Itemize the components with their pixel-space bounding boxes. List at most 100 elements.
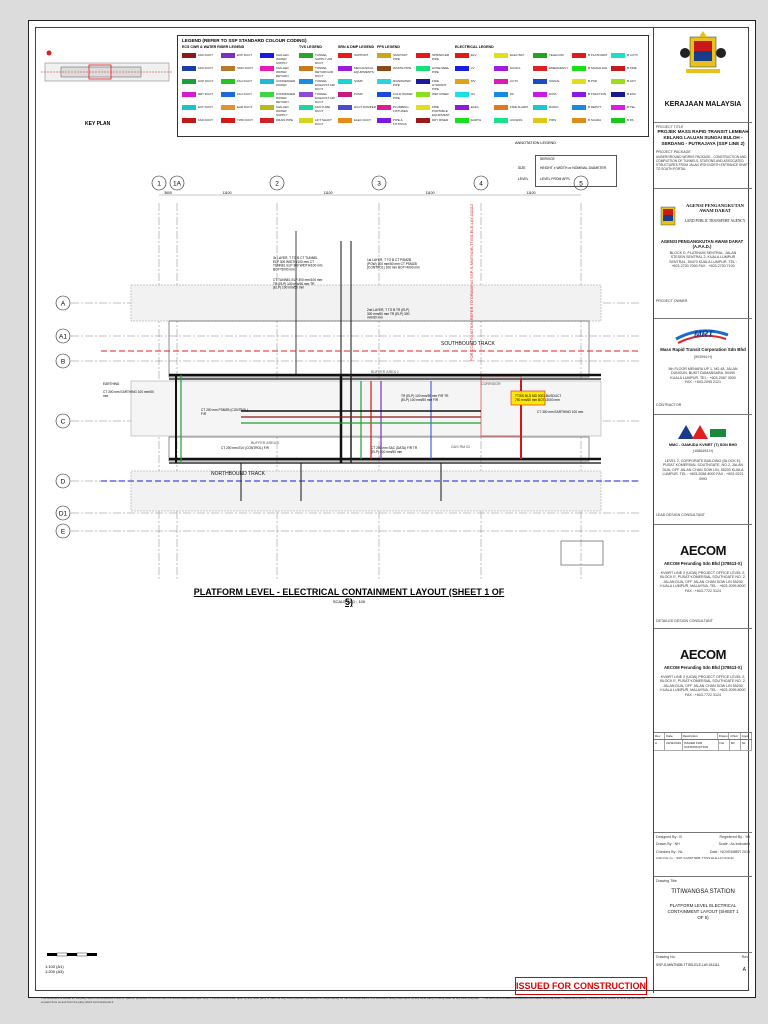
apad-name: AGENSI PENGANGKUTAN AWAM DARAT	[686, 203, 744, 213]
grid-bubble-col	[269, 175, 285, 191]
grid-bubble-col	[169, 175, 185, 191]
rev-label: Rev	[741, 955, 748, 959]
legend-swatch	[299, 53, 313, 58]
legend-label: ELV	[471, 52, 477, 57]
legend-swatch	[377, 105, 391, 110]
grid-bubble-col	[371, 175, 387, 191]
legend-swatch	[533, 66, 547, 71]
scale-bar-label-a1: 1:100 (A1)	[45, 964, 64, 969]
legend-label: CCTV	[510, 78, 519, 83]
designed-by: Designed By : B	[656, 835, 682, 839]
containment-callout: 1st LAYER, T TO B CT PSMZB(POW) 100 mm/5…	[367, 258, 420, 270]
drawing-number-cell: Drawing No. SSP-S-MWTNDB-TTISS-ELE-LAY-0…	[654, 953, 752, 993]
legend-swatch	[611, 66, 625, 71]
revision-header-cell: Rev	[654, 733, 666, 739]
title-block: KERAJAAN MALAYSIA PROJECT TITLE PROJEK M…	[653, 27, 753, 993]
legend-swatch	[533, 79, 547, 84]
legend-swatch	[533, 118, 547, 123]
legend-label: SANITARY PIPE	[393, 52, 408, 61]
legend-label: TUNNEL SUPPLY AIR DUCT	[315, 52, 333, 65]
legend-swatch	[455, 92, 469, 97]
legend-label: FAN FUME DUCT	[315, 104, 331, 113]
containment-callout: EARTHING	[103, 382, 120, 386]
legend-swatch	[416, 79, 430, 84]
legend-swatch	[260, 66, 274, 71]
legend-swatch	[533, 92, 547, 97]
mrt-logo-icon: MRT	[675, 329, 729, 344]
legend-swatch	[338, 92, 352, 97]
legend-swatch	[494, 66, 508, 71]
legend-swatch	[572, 92, 586, 97]
revision-header-cell: Appd	[741, 733, 752, 739]
legend-swatch	[611, 53, 625, 58]
legend-label: TUNNEL EXHAUST AIR DUCT	[315, 78, 335, 91]
mrt-name: Mass Rapid Transit Corporation Sdn Bhd	[660, 347, 746, 352]
legend-swatch	[182, 118, 196, 123]
legend-label: B ESC	[627, 91, 637, 96]
legend-swatch	[416, 92, 430, 97]
legend-group-title: ECS CWR & WATER RISER LEGEND	[182, 45, 245, 49]
legend-swatch	[416, 105, 430, 110]
cad-file: CAD File no. : SSP-S-MWTNDB-TTISS-ELE-LA…	[656, 856, 734, 861]
legend-label: DRAIN PIPE	[276, 117, 294, 122]
revision-header-cell: Drawn	[718, 733, 730, 739]
legend-swatch	[182, 92, 196, 97]
containment-callout: CT 300 mm EARTHING 100 mm	[537, 410, 584, 414]
govt-name: KERAJAAN MALAYSIA	[664, 101, 742, 108]
inner-frame	[35, 27, 749, 991]
legend-label: CHILLED WATER RETURN	[276, 65, 289, 78]
legend-label: PIPE & FITTINGS	[393, 117, 407, 126]
legend-swatch	[416, 53, 430, 58]
legend-label: SMO DUCT	[237, 65, 253, 70]
annotation-legend: ANNOTATION LEGEND SERVICE SIZE HEIGHT x …	[515, 141, 649, 199]
annotation-size: SIZE	[518, 166, 526, 170]
legend-swatch	[221, 79, 235, 84]
area-label: GAS RM 02	[451, 445, 470, 449]
legend-swatch	[338, 79, 352, 84]
malaysia-crest-icon	[680, 31, 726, 73]
grid-col-label: 4	[479, 181, 483, 188]
legend-swatch	[299, 92, 313, 97]
northbound-track-label: NORTHBOUND TRACK	[211, 471, 266, 477]
legend-group-title: SRN & DMP LEGEND	[338, 45, 375, 49]
legend-swatch	[221, 118, 235, 123]
date-field: Date : NOVEMBER 2019	[709, 849, 750, 854]
grid-row-label: B	[61, 359, 65, 366]
containment-callout: CT 200 mm ELV (CONTROL) F/R	[221, 446, 270, 450]
legend-label: SCADA	[510, 65, 521, 70]
apad-name-en: LAND PUBLIC TRANSPORT AGENCY	[684, 219, 746, 223]
legend-swatch	[611, 79, 625, 84]
annotation-box: SERVICE SIZE HEIGHT x WIDTH or NOMINAL D…	[518, 155, 617, 187]
dimension-label: 11100	[324, 191, 333, 195]
aecom-address-2: KVMRT LINE 2 (UGW) PROJECT OFFICE LEVEL …	[660, 675, 746, 697]
legend-label: ELEC BAY	[510, 52, 525, 57]
grid-bubble-row	[55, 473, 71, 489]
station-name: TITIWANGSA STATION	[671, 889, 735, 896]
track-layer	[101, 350, 641, 482]
mrt-reg: (903094-H)	[693, 355, 713, 359]
grid-bubble-row	[55, 295, 71, 311]
plan-scale: SCALE A1 1 : 100	[332, 599, 366, 604]
legend-label: DRY RISER	[432, 117, 449, 122]
legend-label: FAD DUCT	[198, 52, 213, 57]
govt-cell: KERAJAAN MALAYSIA	[654, 27, 752, 123]
grid-row-label: C	[61, 419, 66, 426]
legend-label: DATA	[549, 91, 557, 96]
legend-label: LIFT SHAFT DUCT	[315, 117, 332, 126]
containment-callout: TR (ELP) 100 mm/50 mm F/R TR(ELP) 100 mm…	[401, 394, 449, 402]
owner-label: PROJECT OWNER	[656, 299, 688, 303]
project-title-label: PROJECT TITLE	[656, 125, 684, 129]
scale-field: Scale : As indicated	[718, 842, 750, 847]
legend-swatch	[377, 79, 391, 84]
revision-cell: FR	[730, 740, 741, 750]
legend-swatch	[455, 66, 469, 71]
annotation-service: SERVICE	[540, 157, 555, 161]
disclaimer-notes: This document is issued for the party wh…	[41, 996, 646, 1004]
legend-label: SIGNAL	[549, 78, 561, 83]
apad-address: BLOCK D, PLATINUM SENTRAL, JALAN STESEN …	[669, 251, 737, 269]
legend-label: B PLATFORM	[588, 52, 607, 57]
